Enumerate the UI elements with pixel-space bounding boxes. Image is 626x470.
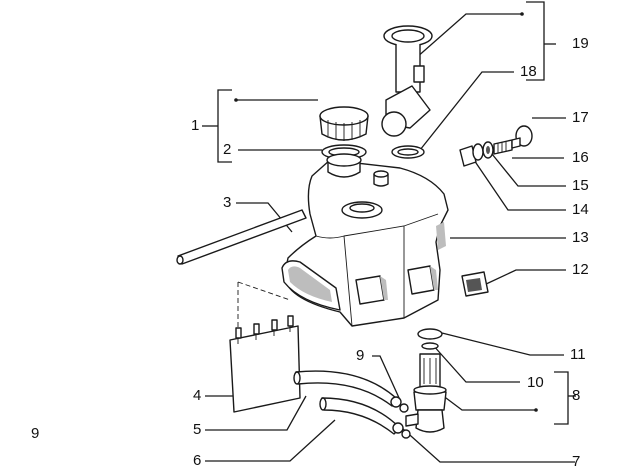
callout-7: 7 [572, 453, 581, 470]
leader-15 [491, 153, 566, 187]
leader-10 [431, 343, 520, 383]
callout-5: 5 [193, 421, 202, 438]
leader-8-tap [437, 391, 536, 411]
callout-12: 12 [572, 261, 589, 278]
callout-9: 9 [356, 347, 365, 364]
vent-hose [176, 209, 307, 265]
callout-16: 16 [572, 149, 589, 166]
leader-19-neck [415, 13, 522, 59]
page-number: 9 [31, 425, 40, 442]
mount-nut [461, 271, 489, 297]
callout-10: 10 [527, 374, 544, 391]
callout-8: 8 [572, 387, 581, 404]
callout-1: 1 [191, 117, 200, 134]
fuel-tap [405, 328, 447, 433]
filler-cap [319, 106, 369, 141]
leader-11 [441, 332, 564, 356]
leader-lines [202, 1, 576, 463]
callout-4: 4 [193, 387, 202, 404]
leader-5 [205, 395, 307, 431]
bracket-19 [526, 1, 545, 81]
bracket-8 [554, 371, 569, 425]
callout-13: 13 [572, 229, 589, 246]
leader-6 [205, 419, 336, 462]
leader-7 [401, 427, 575, 463]
leader-18 [419, 71, 514, 151]
callout-3: 3 [223, 194, 232, 211]
callout-14: 14 [572, 201, 589, 218]
callout-15: 15 [572, 177, 589, 194]
callout-6: 6 [193, 452, 202, 469]
leader-12 [483, 269, 566, 286]
filter-plate [229, 281, 301, 413]
fuel-tank [281, 153, 449, 327]
hose-clips [390, 396, 411, 439]
callout-11: 11 [570, 346, 586, 363]
filler-neck [381, 25, 433, 159]
bolt-assembly [459, 125, 533, 167]
callout-18: 18 [520, 63, 537, 80]
callout-17: 17 [572, 109, 589, 126]
leader-14 [473, 159, 566, 211]
leader-9 [372, 355, 401, 401]
callout-2: 2 [223, 141, 232, 158]
callout-19: 19 [572, 35, 589, 52]
